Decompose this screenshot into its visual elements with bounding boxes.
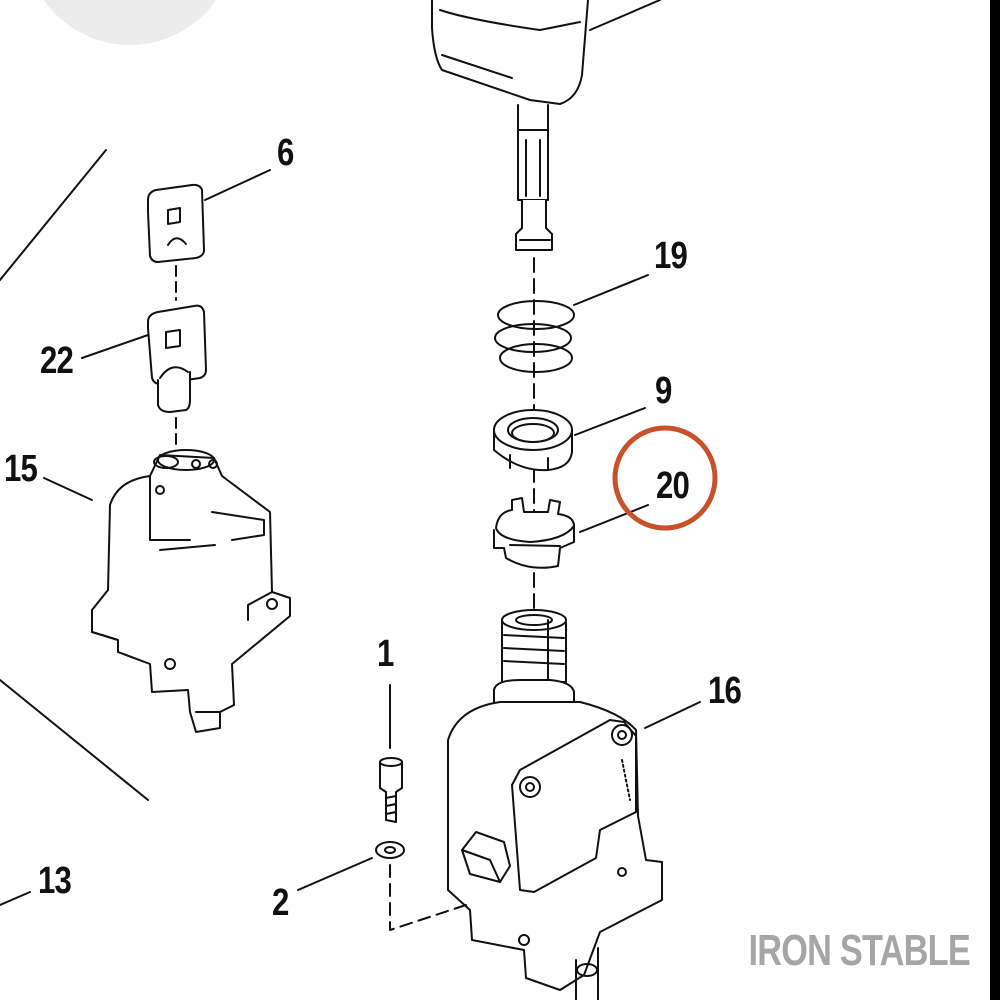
key-large [81, 304, 207, 451]
screw [379, 684, 403, 823]
lock-body [447, 609, 701, 1000]
callout-22: 22 [40, 340, 74, 382]
callout-9: 9 [655, 370, 672, 412]
handle-knob [431, 0, 661, 105]
boundary-line [0, 149, 107, 281]
shaft [515, 104, 553, 251]
callout-2: 2 [272, 882, 289, 924]
right-border [990, 0, 1000, 1000]
decor-circle [43, 0, 217, 45]
callout-20: 20 [656, 465, 690, 507]
lock-housing [43, 449, 291, 733]
callout-6: 6 [277, 132, 294, 174]
threaded-nut [493, 407, 646, 472]
key-small [147, 169, 271, 301]
washer [297, 841, 467, 931]
watermark-logo: IRON STABLE [748, 926, 971, 975]
highlight-circle [612, 425, 718, 531]
boundary-line [0, 679, 149, 801]
callout-13: 13 [38, 860, 72, 902]
spring [494, 274, 649, 373]
callout-19: 19 [654, 235, 688, 277]
callout-1: 1 [377, 633, 394, 675]
callout-15: 15 [4, 448, 38, 490]
collar [493, 497, 649, 569]
callout-16: 16 [708, 670, 742, 712]
boundary-line [0, 891, 31, 906]
